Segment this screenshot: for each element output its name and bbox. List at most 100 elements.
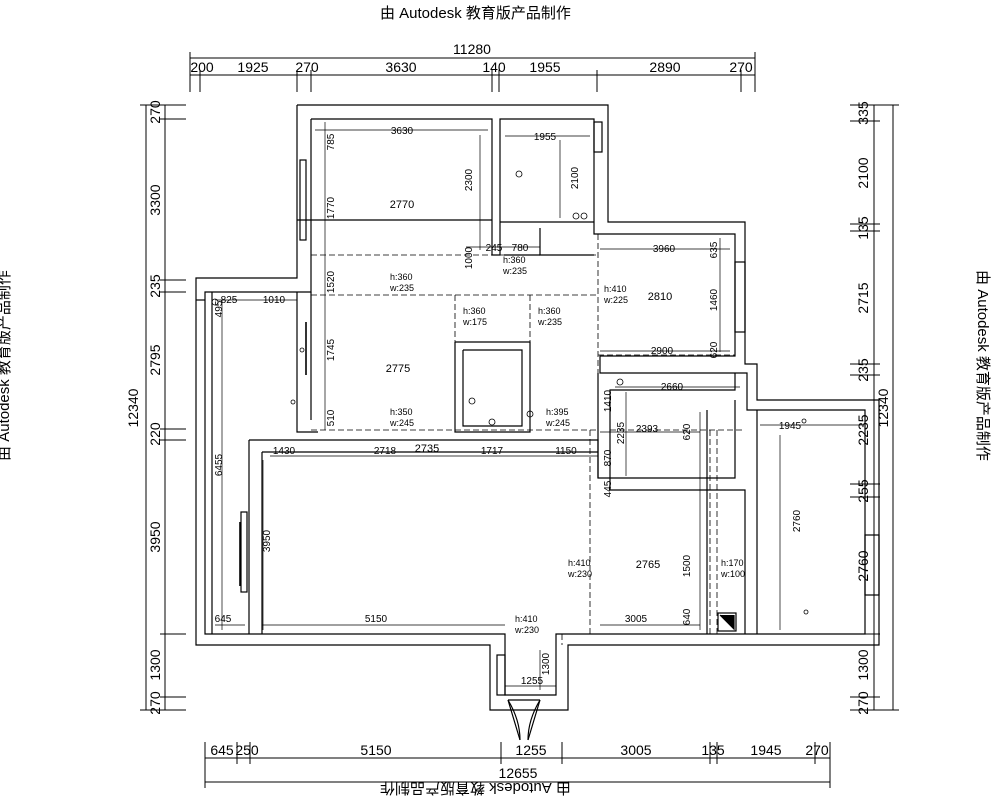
room-height-living: 2735 [415,443,439,455]
dim-780: 780 [512,243,529,254]
dim-245: 245 [486,243,503,254]
top-dim-3: 270 [295,59,319,75]
top-dim-7: 2890 [649,59,680,75]
beam-2-h: h:360 [503,255,526,265]
dim-se-bottom: 3005 [625,614,648,625]
overall-bottom-dim: 12655 [499,765,538,781]
top-dim-2: 1925 [237,59,268,75]
dim-se-d3: 640 [682,608,693,625]
beam-e-w: w:225 [603,295,628,305]
top-dim-6: 1955 [529,59,560,75]
dim-se-d5: 445 [603,480,614,497]
beam-4-w: w:235 [537,317,562,327]
beam-1-w: w:235 [389,283,414,293]
beam-e-h: h:410 [604,284,627,294]
room-height-se: 2765 [636,559,660,571]
right-dim-4: 2715 [855,282,871,313]
bottom-dim-4: 1255 [515,742,546,758]
dim-entry-width: 1255 [521,676,544,687]
room-height-e: 2810 [648,291,672,303]
beam-lines [311,234,745,645]
left-dim-5: 220 [147,422,163,446]
dim-nw-mid: 1770 [326,196,337,219]
bottom-dim-5: 3005 [620,742,651,758]
right-dim-9: 1300 [855,649,871,680]
beam-4-h: h:360 [538,306,561,316]
bottom-dim-8: 270 [805,742,829,758]
fixtures [211,170,809,615]
right-dim-5: 235 [855,358,871,382]
room-height-w: 2775 [386,363,410,375]
dim-balcony-w3: 495 [214,300,225,317]
beam-se-w: w:100 [720,569,745,579]
dim-balcony-d2: 645 [215,614,232,625]
dim-se-d4: 870 [603,449,614,466]
beam-7-h: h:410 [568,558,591,568]
beam-3-h: h:360 [463,306,486,316]
dim-balcony-w2: 1010 [263,295,286,306]
left-dim-6: 3950 [147,521,163,552]
beam-8-w: w:230 [514,625,539,635]
dim-nw-lower: 1000 [464,246,475,269]
dim-nw-depth: 2300 [464,168,475,191]
beam-5-h: h:350 [390,407,413,417]
beam-2-w: w:235 [502,266,527,276]
beam-5-w: w:245 [389,418,414,428]
walls [195,104,880,741]
beam-8-h: h:410 [515,614,538,624]
bottom-dim-2: 250 [235,742,259,758]
dim-kitchen-d1: 1410 [603,389,614,412]
dim-entry-depth: 1300 [541,652,552,675]
bottom-dim-1: 645 [210,742,234,758]
left-dim-1: 270 [147,100,163,124]
dim-balcony-d1: 6455 [214,453,225,476]
dim-nw-upper: 785 [326,133,337,150]
right-dim-7: 255 [855,479,871,503]
dim-living-seg4: 1150 [555,446,577,457]
left-dim-3: 235 [147,274,163,298]
beam-se-h: h:170 [721,558,744,568]
watermark-top: 由 Autodesk 教育版产品制作 [380,5,571,22]
dim-se-width: 2393 [636,424,659,435]
internal-dims [215,122,862,690]
dim-w-d2: 1745 [326,338,337,361]
overall-right-dim: 12340 [875,388,891,427]
top-dim-1: 200 [190,59,214,75]
right-dim-8: 2760 [855,550,871,581]
overall-top-dim: 11280 [453,41,491,57]
right-dim-2: 2100 [855,157,871,188]
dim-e-d3: 620 [709,341,720,358]
dim-balcony-w1: 825 [221,295,238,306]
bottom-dim-3: 5150 [360,742,391,758]
dim-e-lower-width: 2900 [651,346,674,357]
dim-living-seg1: 1430 [273,446,296,457]
beam-6-w: w:245 [545,418,570,428]
top-dim-5: 140 [482,59,506,75]
left-dim-7: 1300 [147,649,163,680]
overall-left-dim: 12340 [125,388,141,427]
dim-bath-n-depth: 2100 [570,166,581,189]
dim-e-d1: 635 [709,241,720,258]
beam-7-w: w:230 [567,569,592,579]
bottom-dim-7: 1945 [750,742,781,758]
right-dim-3: 135 [855,216,871,240]
dim-se-d2: 1500 [682,554,693,577]
dim-living-seg2: 2718 [374,446,397,457]
dim-e-width: 3960 [653,244,676,255]
room-height-nw: 2770 [390,199,414,211]
dim-w-d3: 510 [326,409,337,426]
dim-living-seg3: 1717 [481,446,504,457]
dim-kitchen-depth: 2235 [616,421,627,444]
dim-bath-n-width: 1955 [534,132,557,143]
beam-1-h: h:360 [390,272,413,282]
right-dim-1: 335 [855,101,871,125]
right-dim-10: 270 [855,691,871,715]
dim-kitchen-width: 2660 [661,382,684,393]
dim-w-d1: 1520 [326,270,337,293]
beam-3-w: w:175 [462,317,487,327]
left-dim-4: 2795 [147,344,163,375]
bottom-dim-6: 135 [701,742,725,758]
top-dim-4: 3630 [385,59,416,75]
dim-bath-se-width: 1945 [779,421,802,432]
